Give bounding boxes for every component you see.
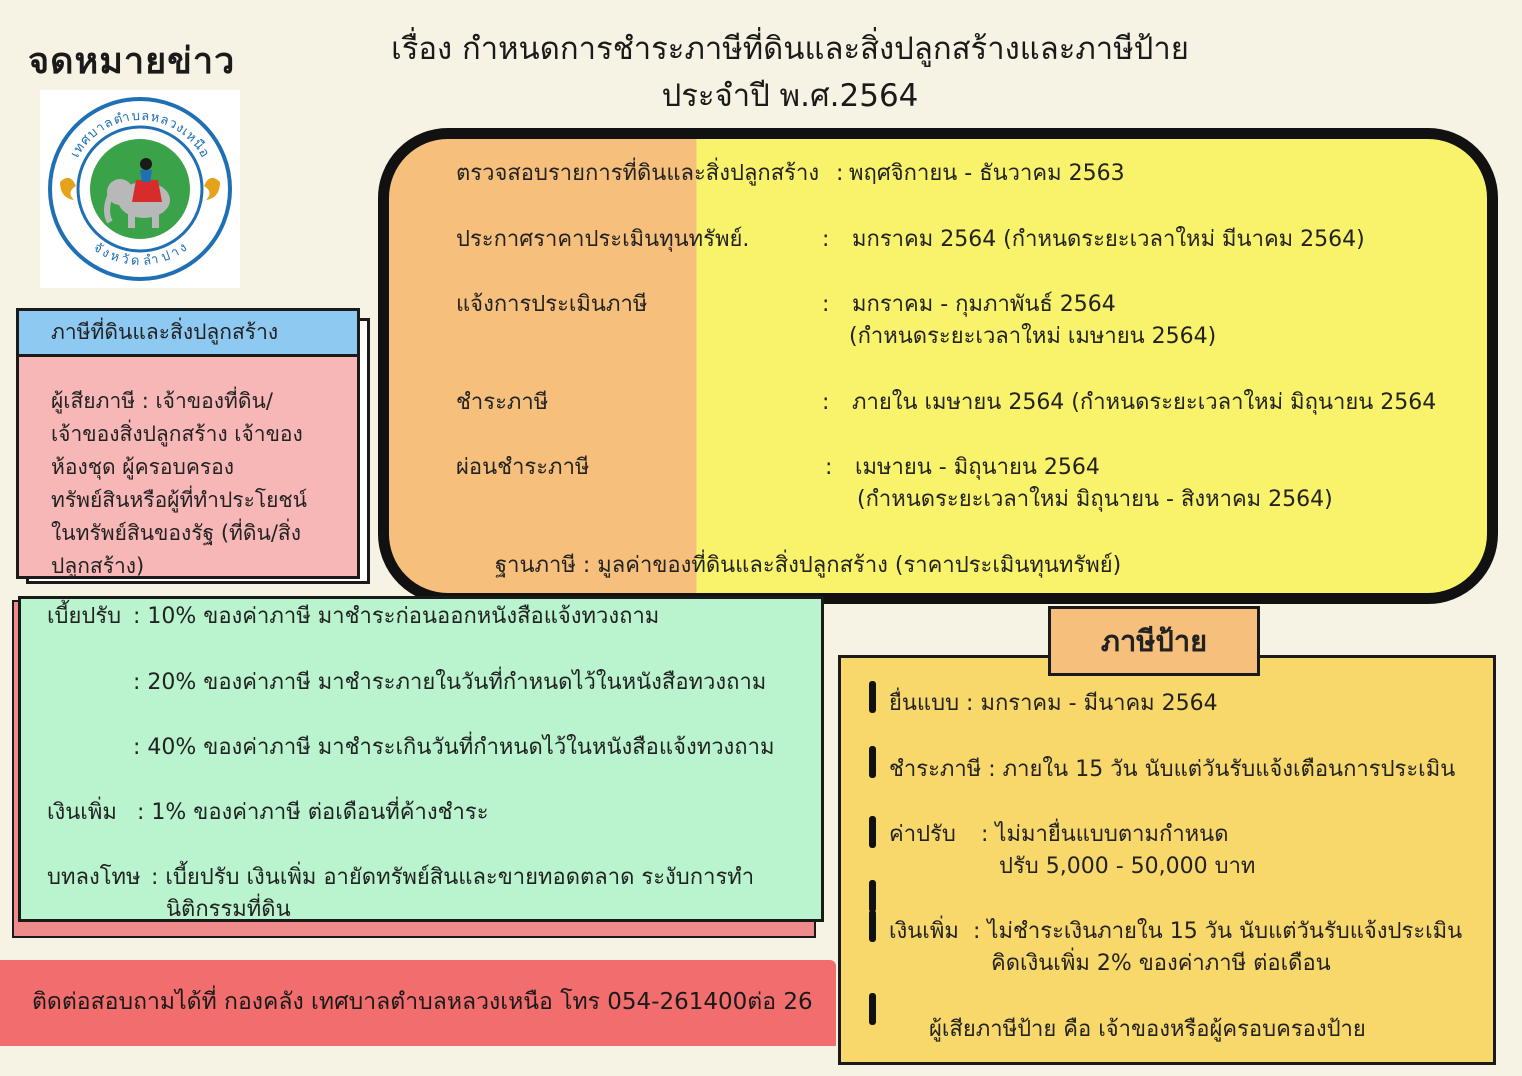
schedule-sep: : [822,292,830,317]
land-tax-heading: ภาษีที่ดินและสิ่งปลูกสร้าง [19,311,357,357]
punishment-line-1: : เบี้ยปรับ เงินเพิ่ม อายัดทรัพย์สินและข… [151,865,755,890]
fine-label: เบี้ยปรับ [47,604,122,629]
land-tax-line: ห้องชุด ผู้ครอบครอง [51,455,235,479]
sign-filing: ยื่นแบบ : มกราคม - มีนาคม 2564 [889,691,1218,716]
schedule-label: แจ้งการประเมินภาษี [456,292,648,317]
bullet-bar [869,880,876,912]
sign-payment: ชำระภาษี : ภายใน 15 วัน นับแต่วันรับแจ้ง… [889,757,1456,782]
schedule-value: เมษายน - มิถุนายน 2564 [855,455,1100,480]
municipality-seal-icon: เทศบาลตำบลหลวงเหนือ จังหวัดลำปาง [48,97,232,281]
schedule-sep: : [836,161,844,186]
sign-taxpayer: ผู้เสียภาษีป้าย คือ เจ้าของหรือผู้ครอบคร… [929,1017,1366,1042]
land-tax-card: ภาษีที่ดินและสิ่งปลูกสร้าง ผู้เสียภาษี :… [16,308,360,579]
bullet-bar [869,681,876,713]
land-tax-line: ในทรัพย์สินของรัฐ (ที่ดิน/สิ่ง [51,521,301,545]
punishment-line-2: นิติกรรมที่ดิน [166,897,291,922]
sign-fine-line-2: ปรับ 5,000 - 50,000 บาท [999,854,1256,879]
municipality-logo: เทศบาลตำบลหลวงเหนือ จังหวัดลำปาง [40,90,240,288]
contact-text: ติดต่อสอบถามได้ที่ กองคลัง เทศบาลตำบลหลว… [32,989,813,1015]
tax-base: ฐานภาษี : มูลค่าของที่ดินและสิ่งปลูกสร้า… [495,553,1122,578]
surcharge-text: : 1% ของค่าภาษี ต่อเดือนที่ค้างชำระ [137,800,489,825]
schedule-value: ภายใน เมษายน 2564 (กำหนดระยะเวลาใหม่ มิถ… [852,390,1437,415]
land-tax-line: ปลูกสร้าง) [51,554,145,578]
land-tax-line: ผู้เสียภาษี : เจ้าของที่ดิน/ [51,389,273,413]
schedule-value: พฤศจิกายน - ธันวาคม 2563 [849,161,1125,186]
title-line-2: ประจำปี พ.ศ.2564 [661,78,919,114]
schedule-note: (กำหนดระยะเวลาใหม่ มิถุนายน - สิงหาคม 25… [857,487,1333,512]
bullet-bar [869,993,876,1025]
sign-fine-line-1: : ไม่มายื่นแบบตามกำหนด [981,822,1229,847]
schedule-sep: : [822,390,830,415]
bullet-bar [869,746,876,778]
schedule-label: ประกาศราคาประเมินทุนทรัพย์. [456,227,750,252]
sign-surcharge-label: เงินเพิ่ม [889,919,959,944]
sign-surcharge-line-1: : ไม่ชำระเงินภายใน 15 วัน นับแต่วันรับแจ… [973,919,1463,944]
schedule-label: ผ่อนชำระภาษี [456,455,590,480]
land-tax-line: เจ้าของสิ่งปลูกสร้าง เจ้าของ [51,422,303,446]
fine-line: : 40% ของค่าภาษี มาชำระเกินวันที่กำหนดไว… [133,735,775,760]
penalties-card: เบี้ยปรับ : 10% ของค่าภาษี มาชำระก่อนออก… [18,596,824,922]
schedule-value: มกราคม - กุมภาพันธ์ 2564 [852,292,1116,317]
sign-surcharge-line-2: คิดเงินเพิ่ม 2% ของค่าภาษี ต่อเดือน [991,951,1331,976]
sign-tax-heading: ภาษีป้าย [1048,606,1260,676]
land-tax-body: ผู้เสียภาษี : เจ้าของที่ดิน/ เจ้าของสิ่ง… [19,357,357,583]
schedule-note: (กำหนดระยะเวลาใหม่ เมษายน 2564) [849,324,1217,349]
fine-line: : 10% ของค่าภาษี มาชำระก่อนออกหนังสือแจ้… [133,604,660,629]
sign-fine-label: ค่าปรับ [889,822,956,847]
schedule-card: ตรวจสอบรายการที่ดินและสิ่งปลูกสร้าง : พฤ… [378,128,1498,604]
schedule-value: มกราคม 2564 (กำหนดระยะเวลาใหม่ มีนาคม 25… [852,227,1365,252]
bullet-bar [869,910,876,942]
sign-tax-card: ยื่นแบบ : มกราคม - มีนาคม 2564 ชำระภาษี … [838,655,1496,1065]
punishment-label: บทลงโทษ [47,865,141,890]
land-tax-line: ทรัพย์สินหรือผู้ที่ทำประโยชน์ [51,488,308,512]
schedule-label: ชำระภาษี [456,390,549,415]
schedule-label: ตรวจสอบรายการที่ดินและสิ่งปลูกสร้าง [456,161,820,186]
newsletter-label: จดหมายข่าว [28,41,236,82]
fine-line: : 20% ของค่าภาษี มาชำระภายในวันที่กำหนดไ… [133,670,767,695]
title-line-1: เรื่อง กำหนดการชำระภาษีที่ดินและสิ่งปลูก… [391,31,1189,67]
page-title: เรื่อง กำหนดการชำระภาษีที่ดินและสิ่งปลูก… [360,26,1220,120]
surcharge-label: เงินเพิ่ม [47,800,117,825]
contact-bar: ติดต่อสอบถามได้ที่ กองคลัง เทศบาลตำบลหลว… [0,960,836,1046]
schedule-sep: : [825,455,833,480]
bullet-bar [869,816,876,848]
schedule-sep: : [822,227,830,252]
